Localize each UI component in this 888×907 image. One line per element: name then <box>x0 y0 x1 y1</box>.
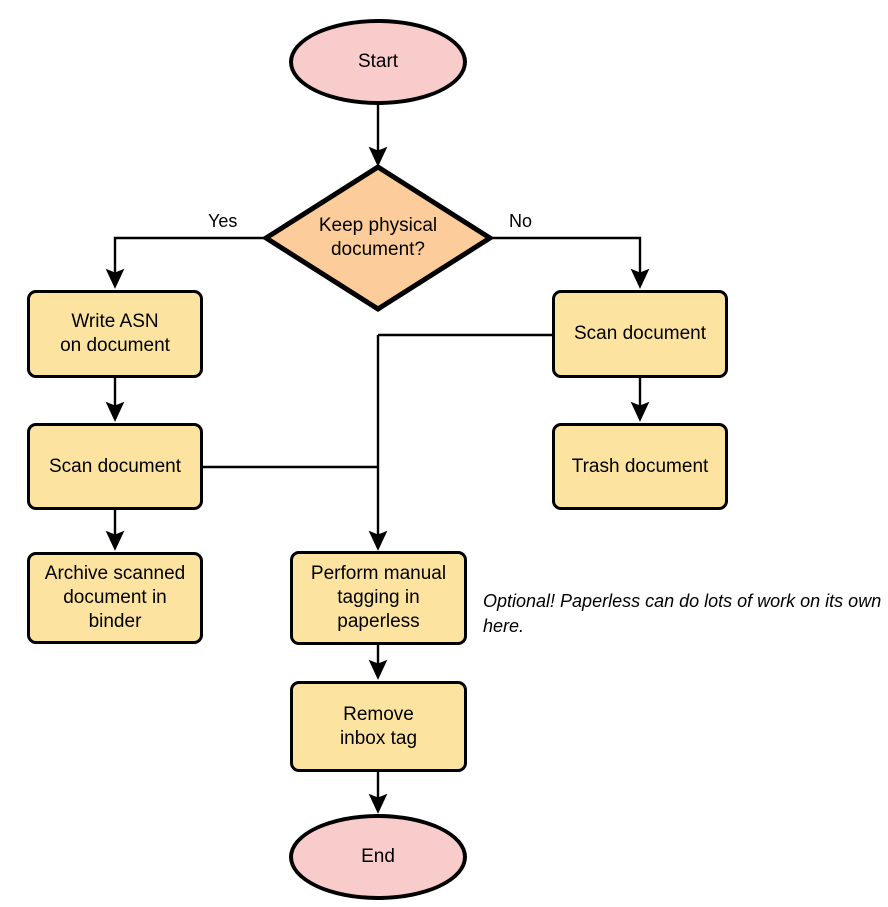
node-scan-document-right-label: Scan document <box>573 323 707 344</box>
node-decision-keep-physical[interactable]: Keep physical document? <box>261 164 495 312</box>
node-write-asn[interactable]: Write ASN on document <box>27 290 203 378</box>
node-archive-in-binder-label: Archive scanned document in binder <box>44 563 186 632</box>
node-scan-document-right[interactable]: Scan document <box>552 290 728 378</box>
node-trash-document-label: Trash document <box>571 455 709 477</box>
node-archive-in-binder[interactable]: Archive scanned document in binder <box>27 552 203 644</box>
decision-diamond-shape <box>261 164 495 312</box>
node-trash-document[interactable]: Trash document <box>552 423 728 510</box>
node-scan-document-left[interactable]: Scan document <box>27 423 203 510</box>
node-scan-document-left-label: Scan document <box>48 455 182 477</box>
edge-decision-no-to-scan-right <box>491 236 650 289</box>
edge-label-no: No <box>509 211 533 231</box>
node-manual-tagging-label: Perform manual tagging in paperless <box>310 563 447 632</box>
node-end-label: End <box>361 846 395 867</box>
annotation-optional-note: Optional! Paperless can do lots of work … <box>483 591 882 636</box>
node-remove-inbox-tag[interactable]: Remove inbox tag <box>290 681 467 772</box>
edge-label-yes: Yes <box>208 211 238 231</box>
node-write-asn-label: Write ASN on document <box>60 311 170 356</box>
node-manual-tagging[interactable]: Perform manual tagging in paperless <box>290 551 467 645</box>
node-start-label: Start <box>357 51 399 72</box>
node-remove-inbox-tag-label: Remove inbox tag <box>339 703 418 749</box>
node-end[interactable]: End <box>289 814 467 900</box>
node-start[interactable]: Start <box>289 19 467 105</box>
edge-decision-yes-to-write-asn <box>105 236 265 289</box>
node-decision-keep-physical-label: Keep physical document? <box>318 215 438 260</box>
